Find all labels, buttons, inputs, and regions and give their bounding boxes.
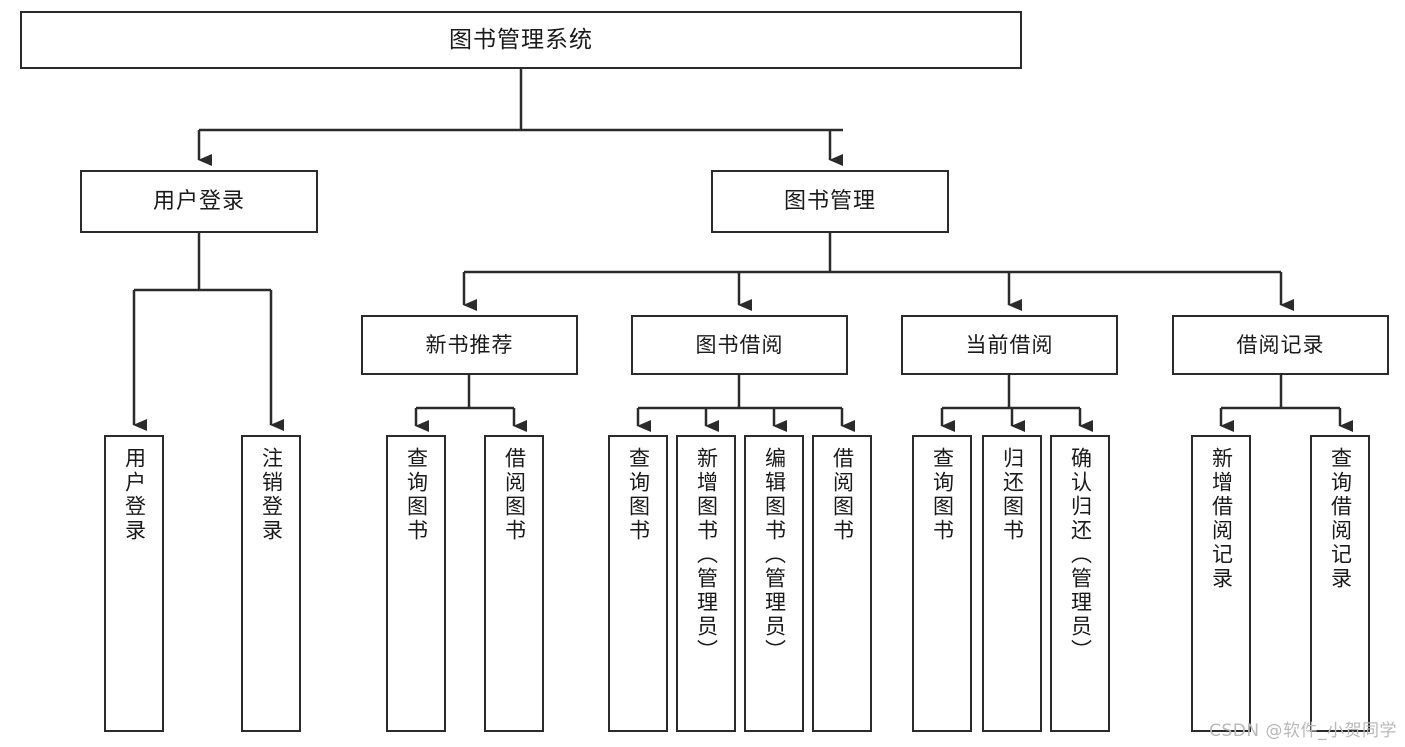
leaf-record-add-label: 新增借阅记录	[1209, 447, 1234, 591]
node-borrow-record-label: 借阅记录	[1236, 332, 1325, 357]
leaf-logout-label: 注销登录	[259, 447, 284, 543]
leaf-newbook-query-book[interactable]: 查询图书	[386, 435, 446, 732]
node-book-borrow-label: 图书借阅	[695, 332, 784, 357]
csdn-watermark: CSDN @软件_小贺同学	[1209, 721, 1397, 741]
node-current-borrow[interactable]: 当前借阅	[901, 315, 1118, 375]
node-current-borrow-label: 当前借阅	[965, 332, 1054, 357]
leaf-current-confirm-return-label: 确认归还（管理员）	[1068, 447, 1093, 663]
leaf-record-query-label: 查询借阅记录	[1328, 447, 1353, 591]
leaf-borrow-borrow-book[interactable]: 借阅图书	[812, 435, 872, 732]
node-user-login[interactable]: 用户登录	[80, 170, 318, 233]
node-root-label: 图书管理系统	[449, 26, 593, 53]
node-new-book-recommend[interactable]: 新书推荐	[361, 315, 578, 375]
leaf-newbook-query-book-label: 查询图书	[404, 447, 429, 543]
node-user-login-label: 用户登录	[152, 188, 245, 214]
leaf-borrow-query-book-label: 查询图书	[626, 447, 651, 543]
leaf-current-return-book[interactable]: 归还图书	[982, 435, 1042, 732]
leaf-current-query-book-label: 查询图书	[930, 447, 955, 543]
node-book-borrow[interactable]: 图书借阅	[631, 315, 848, 375]
node-book-management-label: 图书管理	[783, 188, 876, 214]
leaf-user-login[interactable]: 用户登录	[104, 435, 164, 732]
leaf-borrow-add-book[interactable]: 新增图书（管理员）	[676, 435, 736, 732]
leaf-borrow-edit-book-label: 编辑图书（管理员）	[762, 447, 787, 663]
leaf-newbook-borrow-book[interactable]: 借阅图书	[484, 435, 544, 732]
leaf-user-login-label: 用户登录	[122, 447, 147, 543]
node-new-book-recommend-label: 新书推荐	[425, 332, 514, 357]
node-book-management[interactable]: 图书管理	[711, 170, 949, 233]
leaf-record-add[interactable]: 新增借阅记录	[1191, 435, 1251, 732]
node-root[interactable]: 图书管理系统	[20, 11, 1022, 69]
leaf-logout[interactable]: 注销登录	[241, 435, 301, 732]
leaf-borrow-edit-book[interactable]: 编辑图书（管理员）	[744, 435, 804, 732]
leaf-current-query-book[interactable]: 查询图书	[912, 435, 972, 732]
leaf-record-query[interactable]: 查询借阅记录	[1310, 435, 1370, 732]
leaf-newbook-borrow-book-label: 借阅图书	[502, 447, 527, 543]
leaf-borrow-add-book-label: 新增图书（管理员）	[694, 447, 719, 663]
leaf-borrow-query-book[interactable]: 查询图书	[608, 435, 668, 732]
leaf-borrow-borrow-book-label: 借阅图书	[830, 447, 855, 543]
leaf-current-return-book-label: 归还图书	[1000, 447, 1025, 543]
leaf-current-confirm-return[interactable]: 确认归还（管理员）	[1050, 435, 1110, 732]
node-borrow-record[interactable]: 借阅记录	[1172, 315, 1389, 375]
